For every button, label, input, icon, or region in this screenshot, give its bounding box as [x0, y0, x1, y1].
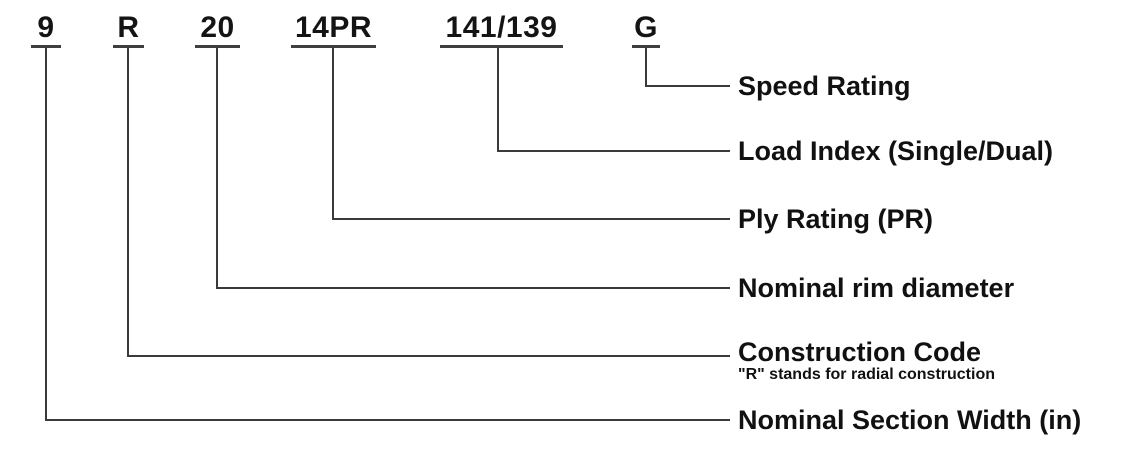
label-load-index: Load Index (Single/Dual)	[738, 136, 1054, 166]
code-speed-rating: G	[632, 11, 660, 48]
connector-line-ply-rating	[332, 47, 730, 220]
label-construction-code: Construction Code	[738, 337, 981, 367]
connector-line-load-index	[497, 47, 730, 152]
code-rim-diameter: 20	[195, 11, 240, 48]
code-section-width: 9	[31, 11, 61, 48]
connector-line-section-width	[45, 47, 730, 421]
connector-line-speed-rating	[645, 47, 730, 87]
connector-line-rim-diameter	[216, 47, 730, 289]
label-speed-rating: Speed Rating	[738, 71, 911, 101]
label-construction-group: Construction Code "R" stands for radial …	[738, 336, 995, 384]
label-ply-rating: Ply Rating (PR)	[738, 204, 934, 234]
label-rim-diameter: Nominal rim diameter	[738, 273, 1015, 303]
code-load-index: 141/139	[440, 11, 563, 48]
code-construction: R	[113, 11, 144, 48]
label-section-width: Nominal Section Width (in)	[738, 405, 1082, 435]
code-ply-rating: 14PR	[291, 11, 376, 48]
label-construction-note: "R" stands for radial construction	[738, 366, 995, 383]
connector-line-construction	[127, 47, 730, 357]
